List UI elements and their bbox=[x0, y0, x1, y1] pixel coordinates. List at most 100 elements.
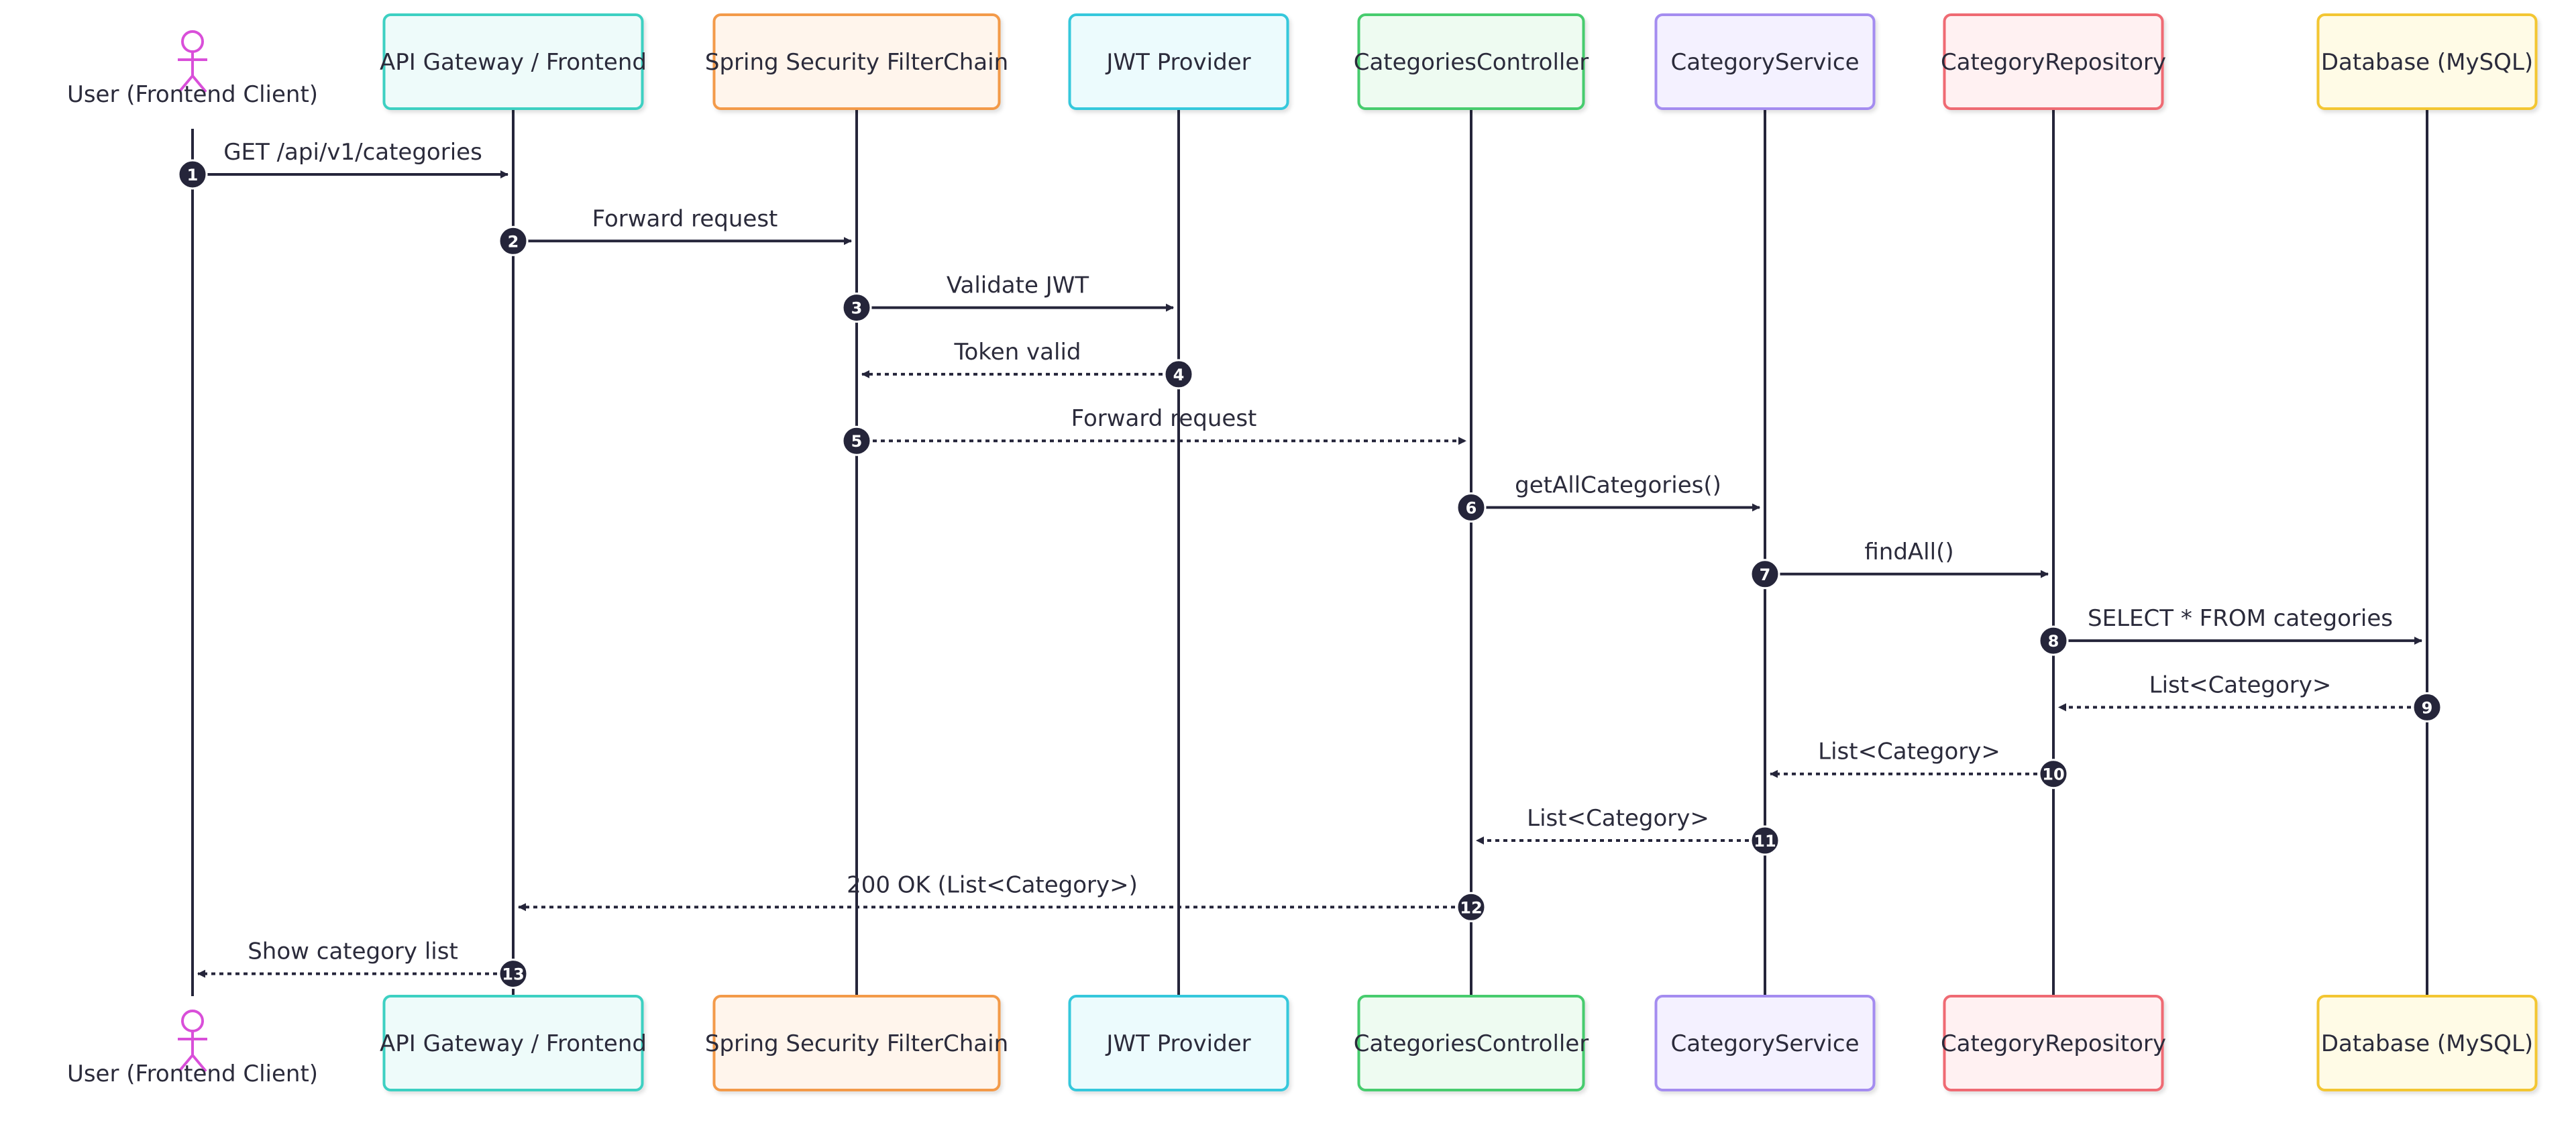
participant-jwt-provider-bottom: JWT Provider bbox=[1068, 995, 1289, 1091]
participant-box bbox=[1943, 13, 2164, 110]
participant-api-gateway-frontend-bottom: API Gateway / Frontend bbox=[380, 995, 647, 1091]
sequence-number-badge: 8 bbox=[2038, 625, 2069, 656]
message-7: findAll() 7 bbox=[1750, 539, 2049, 590]
sequence-number: 2 bbox=[508, 232, 519, 251]
actor-label: User (Frontend Client) bbox=[67, 81, 318, 108]
sequence-number: 3 bbox=[851, 299, 863, 318]
participant-label: JWT Provider bbox=[1105, 49, 1250, 76]
message-label: List<Category> bbox=[2149, 671, 2332, 698]
sequence-number: 13 bbox=[502, 965, 524, 984]
participant-box bbox=[1654, 13, 1876, 110]
actor-label: User (Frontend Client) bbox=[67, 1061, 318, 1087]
user-icon bbox=[178, 1010, 207, 1073]
sequence-number-badge: 3 bbox=[841, 292, 872, 323]
participant-box bbox=[2316, 13, 2538, 110]
message-9: List<Category> 9 bbox=[2058, 671, 2443, 722]
sequence-number: 7 bbox=[1760, 565, 1771, 584]
message-label: List<Category> bbox=[1818, 739, 2000, 765]
participant-label: Database (MySQL) bbox=[2321, 1030, 2533, 1057]
message-label: List<Category> bbox=[1527, 805, 1709, 832]
message-8: SELECT * FROM categories 8 bbox=[2038, 605, 2422, 656]
message-label: Forward request bbox=[592, 205, 778, 232]
message-label: Show category list bbox=[248, 938, 458, 965]
message-4: Token valid 4 bbox=[861, 339, 1194, 390]
participant-box bbox=[1357, 995, 1585, 1091]
sequence-number: 4 bbox=[1173, 366, 1185, 384]
participant-label: CategoryService bbox=[1671, 49, 1860, 76]
participant-box bbox=[1068, 13, 1289, 110]
message-label: GET /api/v1/categories bbox=[223, 139, 482, 166]
participant-label: API Gateway / Frontend bbox=[380, 49, 647, 76]
sequence-number-badge: 1 bbox=[177, 159, 208, 190]
participant-database-mysql-top: Database (MySQL) bbox=[2316, 13, 2538, 110]
participant-spring-security-filterchain-bottom: Spring Security FilterChain bbox=[705, 995, 1008, 1091]
sequence-number: 8 bbox=[2048, 632, 2059, 651]
participant-label: Spring Security FilterChain bbox=[705, 1030, 1008, 1057]
sequence-number: 11 bbox=[1754, 832, 1776, 851]
message-label: Token valid bbox=[954, 339, 1081, 366]
sequence-number: 6 bbox=[1466, 499, 1477, 518]
participant-label: CategoriesController bbox=[1354, 1030, 1589, 1057]
actor-bottom: User (Frontend Client) bbox=[67, 1010, 318, 1087]
participant-jwt-provider-top: JWT Provider bbox=[1068, 13, 1289, 110]
sequence-number-badge: 5 bbox=[841, 425, 872, 456]
message-label: Forward request bbox=[1071, 405, 1257, 432]
participant-box bbox=[1654, 995, 1876, 1091]
participant-categoryservice-bottom: CategoryService bbox=[1654, 995, 1876, 1091]
sequence-number-badge: 9 bbox=[2412, 692, 2443, 722]
message-5: Forward request 5 bbox=[841, 405, 1466, 456]
participant-box bbox=[1068, 995, 1289, 1091]
sequence-number-badge: 6 bbox=[1456, 492, 1487, 523]
actor-top: User (Frontend Client) bbox=[67, 30, 318, 108]
participant-spring-security-filterchain-top: Spring Security FilterChain bbox=[705, 13, 1008, 110]
message-6: getAllCategories() 6 bbox=[1456, 472, 1760, 523]
participant-label: CategoryRepository bbox=[1941, 1030, 2166, 1057]
participant-label: CategoryService bbox=[1671, 1030, 1860, 1057]
participant-label: Spring Security FilterChain bbox=[705, 49, 1008, 76]
sequence-number-badge: 4 bbox=[1163, 359, 1194, 390]
participant-categoryrepository-top: CategoryRepository bbox=[1941, 13, 2166, 110]
participant-label: Database (MySQL) bbox=[2321, 49, 2533, 76]
participant-categoriescontroller-bottom: CategoriesController bbox=[1354, 995, 1589, 1091]
participant-label: CategoriesController bbox=[1354, 49, 1589, 76]
message-3: Validate JWT 3 bbox=[841, 272, 1174, 323]
sequence-number-badge: 11 bbox=[1750, 825, 1780, 856]
participant-box bbox=[2316, 995, 2538, 1091]
participant-box bbox=[712, 995, 1001, 1091]
participant-box bbox=[1943, 995, 2164, 1091]
sequence-number: 1 bbox=[187, 166, 199, 184]
sequence-number-badge: 10 bbox=[2038, 759, 2069, 790]
participant-label: CategoryRepository bbox=[1941, 49, 2166, 76]
participant-box bbox=[382, 13, 644, 110]
sequence-number: 10 bbox=[2042, 765, 2064, 784]
sequence-number-badge: 13 bbox=[498, 959, 529, 989]
message-1: GET /api/v1/categories 1 bbox=[177, 139, 508, 190]
message-label: 200 OK (List<Category>) bbox=[847, 871, 1138, 898]
participant-label: API Gateway / Frontend bbox=[380, 1030, 647, 1057]
participant-categoryrepository-bottom: CategoryRepository bbox=[1941, 995, 2166, 1091]
participant-database-mysql-bottom: Database (MySQL) bbox=[2316, 995, 2538, 1091]
message-12: 200 OK (List<Category>) 12 bbox=[518, 871, 1487, 922]
message-2: Forward request 2 bbox=[498, 205, 852, 256]
message-10: List<Category> 10 bbox=[1770, 739, 2069, 790]
user-icon bbox=[178, 30, 207, 93]
sequence-number-badge: 2 bbox=[498, 225, 529, 256]
participant-box bbox=[382, 995, 644, 1091]
participant-categoriescontroller-top: CategoriesController bbox=[1354, 13, 1589, 110]
participant-categoryservice-top: CategoryService bbox=[1654, 13, 1876, 110]
sequence-number-badge: 7 bbox=[1750, 559, 1780, 590]
message-label: findAll() bbox=[1864, 539, 1953, 565]
sequence-number: 5 bbox=[851, 432, 863, 451]
message-label: Validate JWT bbox=[947, 272, 1089, 299]
participant-api-gateway-frontend-top: API Gateway / Frontend bbox=[380, 13, 647, 110]
message-label: SELECT * FROM categories bbox=[2088, 605, 2393, 632]
participant-label: JWT Provider bbox=[1105, 1030, 1250, 1057]
sequence-number-badge: 12 bbox=[1456, 891, 1487, 922]
sequence-number: 12 bbox=[1460, 898, 1482, 917]
sequence-number: 9 bbox=[2422, 698, 2433, 717]
message-13: Show category list 13 bbox=[197, 938, 529, 989]
message-label: getAllCategories() bbox=[1515, 472, 1721, 499]
message-11: List<Category> 11 bbox=[1476, 805, 1780, 856]
participant-box bbox=[1357, 13, 1585, 110]
